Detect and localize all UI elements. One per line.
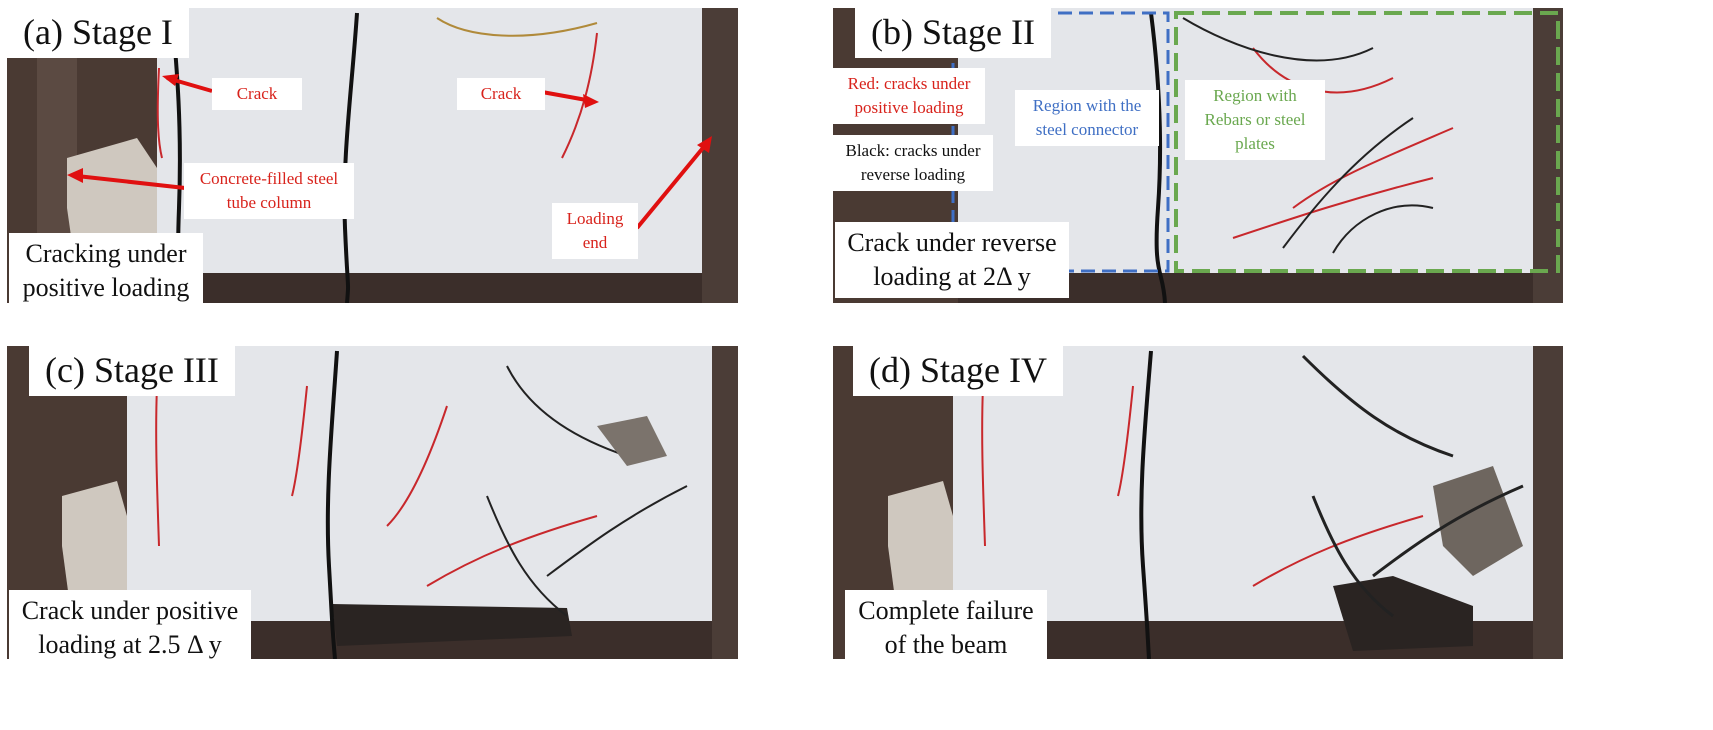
panel-c-caption: Crack under positive loading at 2.5 Δ y xyxy=(9,590,251,659)
panel-a-photo: (a) Stage I Crack Crack Concrete-filled … xyxy=(7,8,738,303)
panel-d-caption: Complete failure of the beam xyxy=(845,590,1047,659)
panel-a-crack-label-right: Crack xyxy=(457,78,545,110)
panel-d-photo: (d) Stage IV Complete failure of the bea… xyxy=(833,346,1563,659)
panel-c-photo: (c) Stage III Crack under positive loadi… xyxy=(7,346,738,659)
panel-b-region-rebars: Region with Rebars or steel plates xyxy=(1185,80,1325,160)
panel-a-title: (a) Stage I xyxy=(7,8,189,58)
panel-b-region-connector: Region with the steel connector xyxy=(1015,90,1159,146)
panel-c-title: (c) Stage III xyxy=(29,346,235,396)
panel-a-column-label: Concrete-filled steel tube column xyxy=(184,163,354,219)
panel-a-loading-end-label: Loading end xyxy=(552,203,638,259)
panel-a-crack-label-left: Crack xyxy=(212,78,302,110)
panel-b-legend-red: Red: cracks under positive loading xyxy=(833,68,985,124)
panel-a-caption: Cracking under positive loading xyxy=(9,233,203,303)
panel-b-caption: Crack under reverse loading at 2Δ y xyxy=(835,222,1069,298)
panel-b-legend-black: Black: cracks under reverse loading xyxy=(833,135,993,191)
panel-b-photo: (b) Stage II Red: cracks under positive … xyxy=(833,8,1563,303)
panel-d-title: (d) Stage IV xyxy=(853,346,1063,396)
panel-b-title: (b) Stage II xyxy=(855,8,1051,58)
